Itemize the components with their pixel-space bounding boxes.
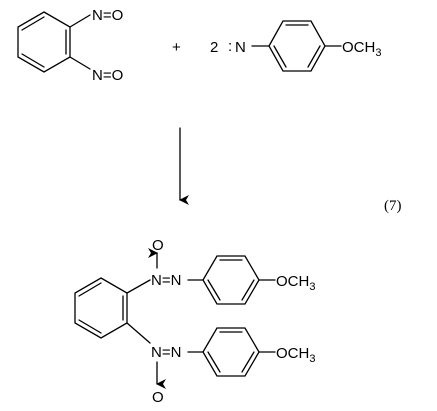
methoxy-group-product-top: OCH3: [276, 273, 315, 293]
bond-central-to-bottom-azoxy: [126, 322, 151, 344]
aromatic-bonds-reactant-2: [273, 24, 321, 68]
bottom-azoxy-linkage: N=N: [151, 344, 181, 361]
aromatic-bonds-reactant-1: [21, 16, 67, 68]
aromatic-bonds-product-top: [207, 259, 255, 301]
product-bis-azoxy: O N=N OCH3 N=N OCH3 O: [74, 237, 315, 406]
equation-number: (7): [384, 198, 402, 214]
plus-sign: +: [172, 39, 181, 56]
benzene-ring-reactant-2: [268, 20, 326, 72]
reactant-2-nitrene: 2 : N OCH3: [210, 20, 381, 72]
methoxy-group-product-bottom: OCH3: [276, 345, 315, 365]
reactant-1-dinitrosobenzene: N=O N=O: [17, 7, 123, 84]
benzene-ring-product-central: [74, 277, 128, 339]
bottom-nitroso-label: N=O: [92, 67, 123, 84]
top-oxide-oxygen: O: [152, 237, 164, 254]
bond-to-top-nitroso: [69, 14, 91, 28]
methoxy-group-reactant-2: OCH3: [342, 39, 381, 59]
benzene-ring-product-top: [202, 255, 260, 305]
aromatic-bonds-product-central: [78, 282, 124, 334]
benzene-ring-reactant-1: [17, 11, 71, 73]
lone-pair-dots: :: [228, 38, 232, 55]
bottom-oxide-oxygen: O: [152, 389, 164, 406]
top-azoxy-linkage: N=N: [151, 272, 181, 289]
top-nitroso-label: N=O: [92, 7, 123, 24]
nitrene-nitrogen: N: [235, 39, 246, 56]
stoichiometric-coefficient: 2: [210, 39, 218, 56]
bond-to-bottom-nitroso: [69, 56, 91, 70]
aromatic-bonds-product-bottom: [207, 331, 255, 373]
benzene-ring-product-bottom: [202, 327, 260, 377]
bond-central-to-top-azoxy: [126, 279, 151, 294]
